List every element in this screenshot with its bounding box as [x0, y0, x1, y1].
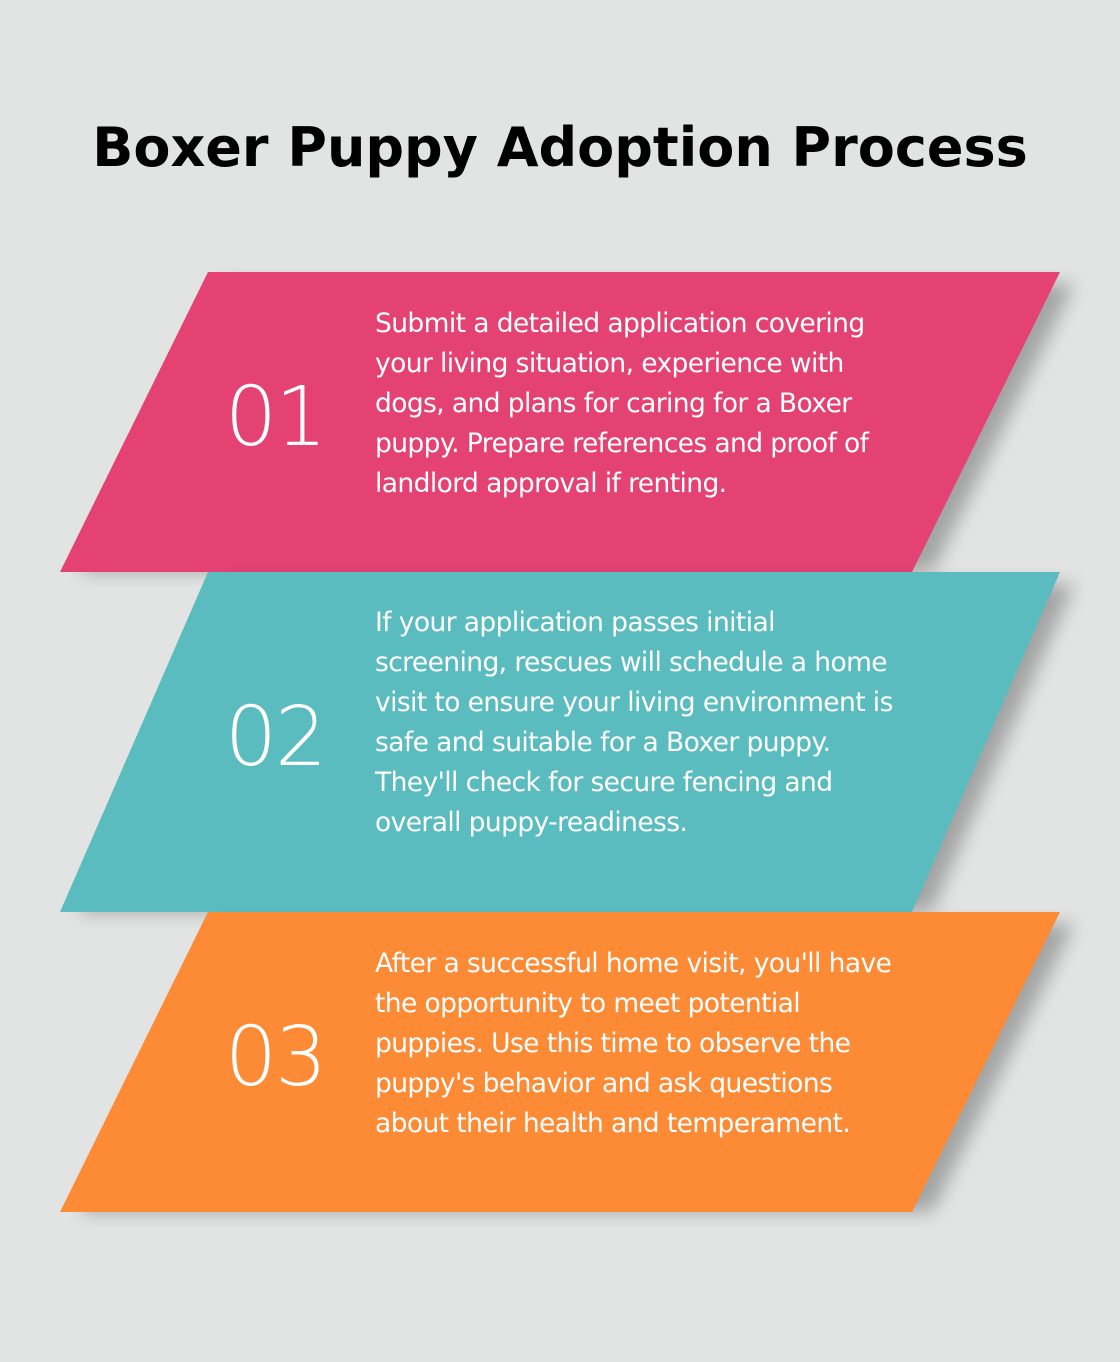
- step-2-number: 02: [224, 690, 327, 785]
- page-title: Boxer Puppy Adoption Process: [92, 116, 1028, 179]
- step-3-number: 03: [224, 1010, 327, 1105]
- step-1-parallelogram: [60, 272, 1060, 572]
- step-2-parallelogram: [60, 572, 1060, 912]
- step-2-banner: [60, 572, 1060, 912]
- step-3: 03 After a successful home visit, you'll…: [0, 912, 1120, 1212]
- step-1: 01 Submit a detailed application coverin…: [0, 272, 1120, 572]
- step-3-banner: [60, 912, 1060, 1212]
- step-2-description: If your application passes initial scree…: [375, 607, 893, 838]
- step-3-description: After a successful home visit, you'll ha…: [375, 948, 892, 1139]
- step-3-parallelogram: [60, 912, 1060, 1212]
- step-2: 02 If your application passes initial sc…: [0, 572, 1120, 912]
- step-1-description: Submit a detailed application covering y…: [375, 308, 869, 499]
- step-1-banner: [60, 272, 1060, 572]
- step-1-number: 01: [224, 370, 327, 465]
